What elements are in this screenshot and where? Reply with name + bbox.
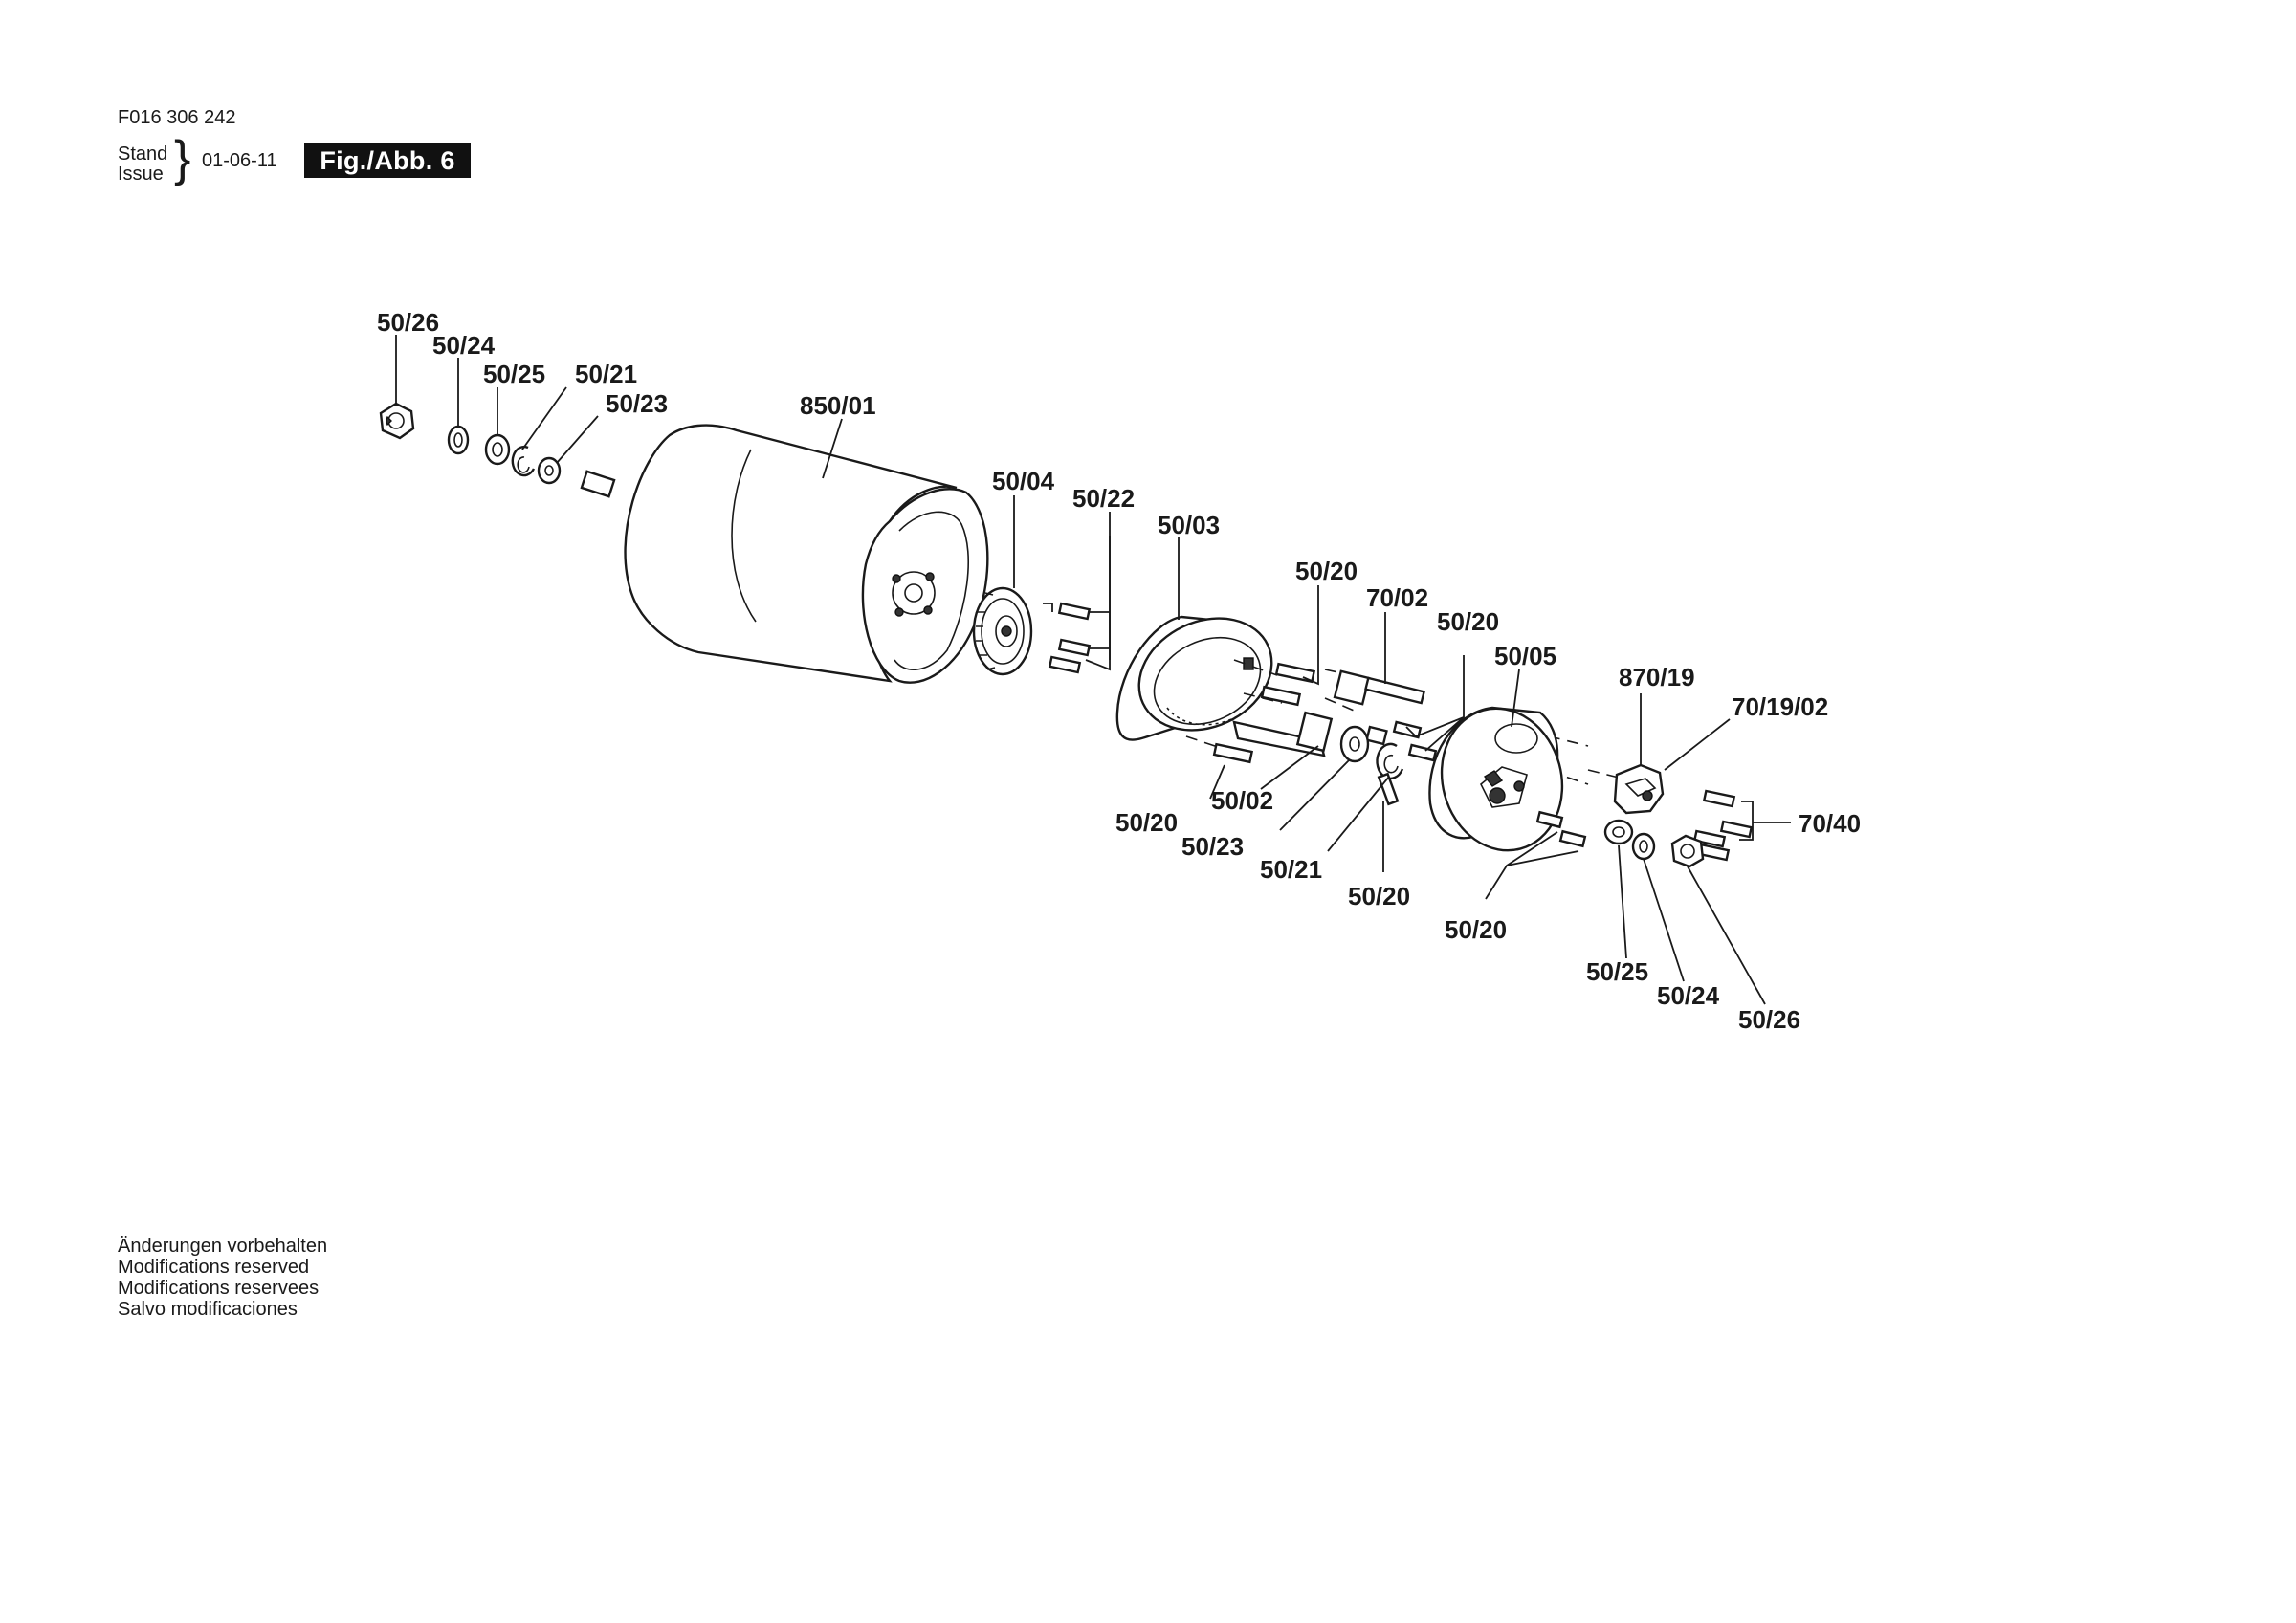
label-washer-small-left: 50/23 xyxy=(606,389,668,418)
label-bearing: 50/04 xyxy=(992,467,1055,495)
bearing-screws xyxy=(1043,536,1111,674)
modification-notes: Änderungen vorbehalten Modifications res… xyxy=(118,1236,327,1320)
label-screw-top: 50/20 xyxy=(1295,557,1358,585)
label-circlip-left: 50/21 xyxy=(575,360,637,388)
label-motor: 850/01 xyxy=(800,391,876,420)
circlip-lower xyxy=(1376,742,1404,780)
washer-right xyxy=(1603,819,1634,845)
label-washer-lower: 50/23 xyxy=(1181,832,1244,861)
label-screws-right-a: 50/20 xyxy=(1437,607,1499,636)
label-shaft: 50/02 xyxy=(1211,786,1273,815)
note-fr: Modifications reservees xyxy=(118,1278,320,1299)
nut-right xyxy=(1670,834,1705,868)
label-washer-left: 50/25 xyxy=(483,360,545,388)
label-nut-left: 50/26 xyxy=(377,308,439,337)
pinion-shaft xyxy=(1333,669,1426,746)
label-bracket: 870/19 xyxy=(1619,663,1695,691)
note-de: Änderungen vorbehalten xyxy=(118,1236,328,1257)
label-gear-ring: 50/03 xyxy=(1158,511,1220,539)
label-housing-cover: 50/05 xyxy=(1494,642,1556,670)
spring-washer-left xyxy=(447,425,470,455)
part-number: F016 306 242 xyxy=(118,107,236,128)
washer-small-left xyxy=(537,456,562,485)
label-spring-washer-right: 50/24 xyxy=(1657,981,1720,1010)
motor-body xyxy=(580,424,989,684)
cover-screws xyxy=(1535,810,1587,848)
label-screws-bearing: 50/22 xyxy=(1072,484,1135,513)
label-circlip-lower: 50/21 xyxy=(1260,855,1322,884)
spring-washer-right xyxy=(1631,832,1656,861)
label-screw-lower-mid: 50/20 xyxy=(1348,882,1410,910)
issue-date: 01-06-11 xyxy=(202,150,277,171)
brace-glyph: } xyxy=(174,131,191,186)
label-washer-right: 50/25 xyxy=(1586,957,1648,986)
washer-left xyxy=(484,433,511,466)
washer-lower xyxy=(1339,725,1370,763)
shaft xyxy=(1232,711,1334,757)
bracket-screws xyxy=(1692,789,1754,862)
circlip-left xyxy=(511,445,536,477)
top-screws xyxy=(1212,662,1316,764)
label-bracket-part: 70/19/02 xyxy=(1732,692,1828,721)
nut-left xyxy=(379,402,415,440)
label-screw-lower-left: 50/20 xyxy=(1115,808,1178,837)
note-es: Salvo modificaciones xyxy=(118,1299,298,1320)
label-screws-lower-right: 50/20 xyxy=(1445,915,1507,944)
gear-ring xyxy=(1115,615,1273,741)
stand-label: Stand xyxy=(118,143,168,164)
bearing xyxy=(972,586,1033,676)
label-pinion-shaft: 70/02 xyxy=(1366,583,1428,612)
label-screws-bracket: 70/40 xyxy=(1799,809,1861,838)
housing-cover xyxy=(1428,706,1564,852)
label-spring-washer-left: 50/24 xyxy=(432,331,496,360)
bracket xyxy=(1613,693,1665,815)
leader-lines xyxy=(395,335,1791,1005)
note-en: Modifications reserved xyxy=(118,1257,310,1278)
figure-badge: Fig./Abb. 6 xyxy=(304,143,471,178)
issue-label: Issue xyxy=(118,164,164,185)
label-nut-right: 50/26 xyxy=(1738,1005,1800,1034)
